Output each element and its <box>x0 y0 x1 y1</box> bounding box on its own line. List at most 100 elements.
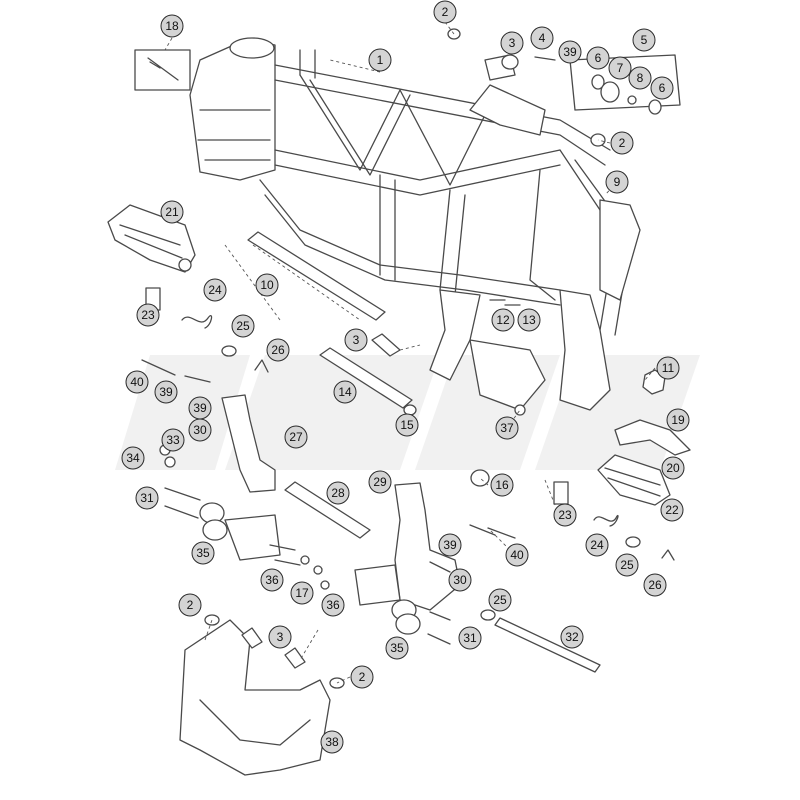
svg-text:14: 14 <box>338 385 352 399</box>
svg-text:8: 8 <box>637 71 644 85</box>
svg-text:40: 40 <box>510 548 524 562</box>
callout-30: 30 <box>188 418 212 442</box>
svg-text:36: 36 <box>326 598 340 612</box>
svg-text:5: 5 <box>641 33 648 47</box>
svg-text:32: 32 <box>565 630 579 644</box>
svg-text:31: 31 <box>463 631 477 645</box>
callout-40b: 40 <box>505 543 529 567</box>
svg-text:21: 21 <box>165 205 179 219</box>
svg-text:25: 25 <box>620 558 634 572</box>
svg-text:16: 16 <box>495 478 509 492</box>
callout-39d: 39 <box>438 533 462 557</box>
callout-10: 10 <box>255 273 279 297</box>
callout-37: 37 <box>495 416 519 440</box>
svg-text:13: 13 <box>522 313 536 327</box>
svg-text:35: 35 <box>196 546 210 560</box>
callout-25b: 25 <box>615 553 639 577</box>
callout-26: 26 <box>266 338 290 362</box>
callout-22: 22 <box>660 498 684 522</box>
callout-8: 8 <box>628 66 652 90</box>
callout-38: 38 <box>320 730 344 754</box>
callout-39: 39 <box>558 40 582 64</box>
svg-text:39: 39 <box>443 538 457 552</box>
main-frame <box>189 37 641 411</box>
svg-text:4: 4 <box>539 31 546 45</box>
callout-4: 4 <box>530 26 554 50</box>
svg-text:3: 3 <box>353 333 360 347</box>
svg-text:22: 22 <box>665 503 679 517</box>
callout-35: 35 <box>191 541 215 565</box>
callout-25c: 25 <box>488 588 512 612</box>
callout-layer: 1 2 3 4 39 5 6 7 8 6 18 2 9 21 10 24 23 … <box>121 0 690 754</box>
callout-6: 6 <box>586 46 610 70</box>
callout-2c: 2 <box>178 593 202 617</box>
callout-1: 1 <box>368 48 392 72</box>
callout-13: 13 <box>517 308 541 332</box>
svg-text:3: 3 <box>509 36 516 50</box>
callout-24b: 24 <box>585 533 609 557</box>
callout-5: 5 <box>632 28 656 52</box>
svg-text:2: 2 <box>359 670 366 684</box>
callout-36: 36 <box>260 568 284 592</box>
callout-23b: 23 <box>553 503 577 527</box>
callout-2: 2 <box>433 0 457 24</box>
svg-text:9: 9 <box>614 175 621 189</box>
callout-11: 11 <box>656 356 680 380</box>
callout-31b: 31 <box>458 626 482 650</box>
svg-text:17: 17 <box>295 586 309 600</box>
callout-25: 25 <box>231 314 255 338</box>
svg-text:11: 11 <box>662 361 675 375</box>
svg-text:26: 26 <box>271 343 285 357</box>
callout-32: 32 <box>560 625 584 649</box>
svg-text:30: 30 <box>453 573 467 587</box>
svg-text:39: 39 <box>193 401 207 415</box>
svg-text:15: 15 <box>400 418 414 432</box>
callout-39b: 39 <box>154 380 178 404</box>
callout-3b: 3 <box>344 328 368 352</box>
callout-3: 3 <box>500 31 524 55</box>
svg-text:2: 2 <box>619 136 626 150</box>
svg-text:24: 24 <box>590 538 604 552</box>
svg-text:3: 3 <box>277 630 284 644</box>
svg-text:23: 23 <box>141 308 155 322</box>
callout-40: 40 <box>125 370 149 394</box>
callout-33: 33 <box>161 428 185 452</box>
svg-text:33: 33 <box>166 433 180 447</box>
svg-text:37: 37 <box>500 421 514 435</box>
svg-text:2: 2 <box>187 598 194 612</box>
svg-text:31: 31 <box>140 491 154 505</box>
svg-text:38: 38 <box>325 735 339 749</box>
callout-16: 16 <box>490 473 514 497</box>
svg-text:35: 35 <box>390 641 404 655</box>
callout-26b: 26 <box>643 573 667 597</box>
callout-15: 15 <box>395 413 419 437</box>
callout-18: 18 <box>160 14 184 38</box>
svg-text:26: 26 <box>648 578 662 592</box>
callout-29: 29 <box>368 470 392 494</box>
callout-12: 12 <box>491 308 515 332</box>
callout-21: 21 <box>160 200 184 224</box>
callout-3c: 3 <box>268 625 292 649</box>
svg-text:28: 28 <box>331 486 345 500</box>
callout-39c: 39 <box>188 396 212 420</box>
callout-23: 23 <box>136 303 160 327</box>
svg-text:29: 29 <box>373 475 387 489</box>
svg-text:39: 39 <box>159 385 173 399</box>
callout-35b: 35 <box>385 636 409 660</box>
callout-27: 27 <box>284 425 308 449</box>
callout-34: 34 <box>121 446 145 470</box>
callout-36b: 36 <box>321 593 345 617</box>
svg-text:34: 34 <box>126 451 140 465</box>
svg-text:7: 7 <box>617 61 624 75</box>
svg-text:1: 1 <box>377 53 384 67</box>
svg-text:27: 27 <box>289 430 303 444</box>
svg-text:19: 19 <box>671 413 685 427</box>
svg-text:25: 25 <box>493 593 507 607</box>
callout-2b: 2 <box>610 131 634 155</box>
svg-text:23: 23 <box>558 508 572 522</box>
callout-24: 24 <box>203 278 227 302</box>
callout-17: 17 <box>290 581 314 605</box>
callout-30b: 30 <box>448 568 472 592</box>
callout-7: 7 <box>608 56 632 80</box>
